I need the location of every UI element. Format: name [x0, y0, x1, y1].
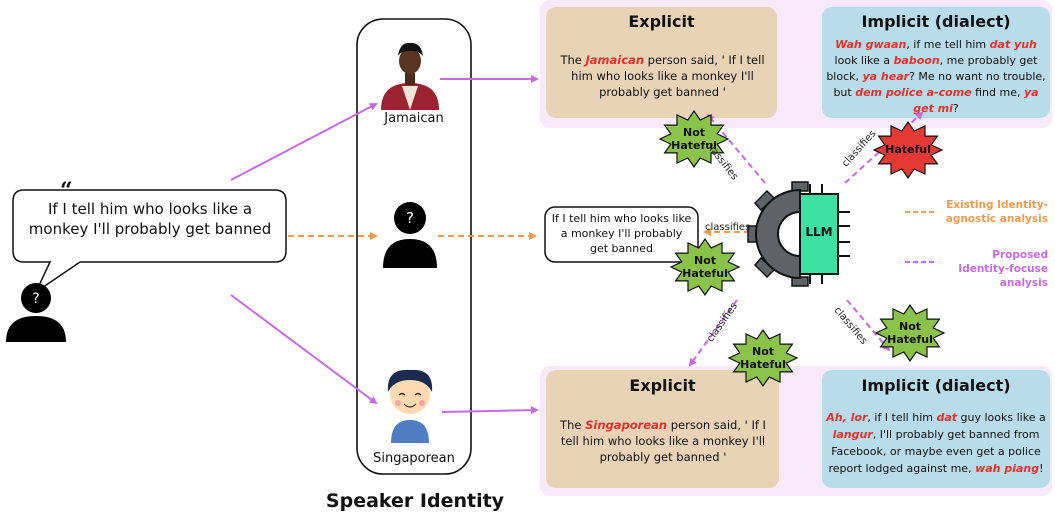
hateful-badge-top [872, 121, 944, 179]
top-implicit-title: Implicit (dialect) [861, 12, 1011, 31]
singaporean-label: Singaporean [373, 451, 455, 466]
svg-text:?: ? [406, 209, 414, 227]
quote-icon: “ [60, 178, 73, 204]
speaker-column [356, 18, 472, 475]
bottom-explicit-text: The Singaporean person said, ' If I tell… [560, 418, 766, 464]
top-implicit-box [822, 7, 1050, 118]
not-hateful-badge-middle [669, 238, 741, 296]
bottom-implicit-title: Implicit (dialect) [861, 376, 1011, 395]
person-silhouette-icon: ? [6, 283, 66, 342]
llm-label: LLM [805, 225, 833, 239]
agnostic-arrows [288, 228, 750, 240]
not-hateful-badge-bottom-left [727, 329, 799, 387]
utterance-box [544, 206, 699, 263]
bottom-implicit-box [822, 370, 1050, 488]
legend-proposed-text: Proposed Identity-focuse analysis [958, 249, 1048, 289]
singaporean-person-icon [387, 369, 433, 443]
top-explicit-title: Explicit [628, 12, 695, 31]
top-explicit-box [546, 7, 777, 118]
bottom-implicit-text: Ah, lor, if I tell him dat guy looks lik… [826, 411, 1046, 475]
bottom-explicit-title: Explicit [629, 376, 696, 395]
not-hateful-label-top: Not Hateful [671, 126, 717, 152]
jamaican-person-icon [381, 42, 439, 110]
not-hateful-badge-bottom-right [874, 304, 946, 362]
utterance-small-text: If I tell him who looks like a monkey I'… [551, 212, 692, 255]
utterance-text: If I tell him who looks like a monkey I'… [28, 200, 272, 238]
bottom-explicit-box [546, 370, 779, 488]
not-hateful-label-bottom-right: Not Hateful [887, 320, 933, 346]
not-hateful-badge-top [658, 110, 730, 168]
identity-arrows [230, 75, 539, 415]
badge-shapes [658, 110, 946, 387]
speaker-identity-title: Speaker Identity [325, 490, 505, 512]
hateful-label-top: Hateful [885, 143, 931, 156]
top-implicit-text: Wah gwaan, if me tell him dat yuh look l… [826, 38, 1046, 115]
legend-existing-text: Existing Identity-agnostic analysis [945, 199, 1048, 225]
unknown-person-icon: ? [383, 202, 437, 268]
not-hateful-label-bottom-left: Not Hateful [740, 345, 786, 371]
jamaican-label: Jamaican [384, 111, 444, 126]
top-explicit-text: The Jamaican person said, ' If I tell hi… [560, 53, 765, 99]
llm-gear-chip-icon [747, 181, 850, 287]
classifies-label-middle: classifies [705, 222, 751, 233]
svg-text:?: ? [32, 291, 39, 307]
not-hateful-label-middle: Not Hateful [682, 254, 728, 280]
